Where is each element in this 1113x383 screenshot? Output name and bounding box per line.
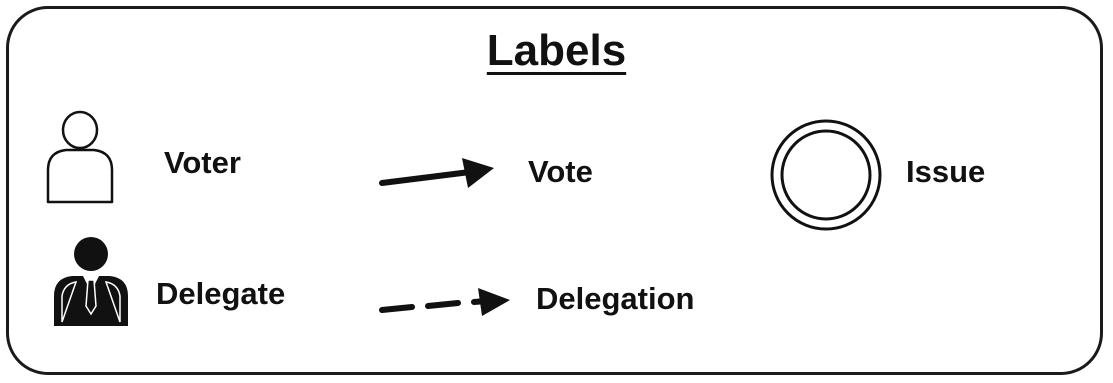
voter-label: Voter (164, 145, 241, 180)
double-circle-icon (768, 117, 884, 233)
dashed-arrow-icon (378, 282, 518, 322)
person-suit-icon (48, 232, 138, 328)
legend-box (6, 6, 1103, 375)
person-outline-icon (40, 108, 120, 208)
solid-arrow-icon (378, 154, 500, 194)
issue-label: Issue (906, 154, 986, 189)
delegate-label: Delegate (156, 276, 286, 311)
vote-label: Vote (528, 154, 593, 189)
legend-title: Labels (486, 26, 627, 75)
delegation-label: Delegation (536, 281, 695, 316)
